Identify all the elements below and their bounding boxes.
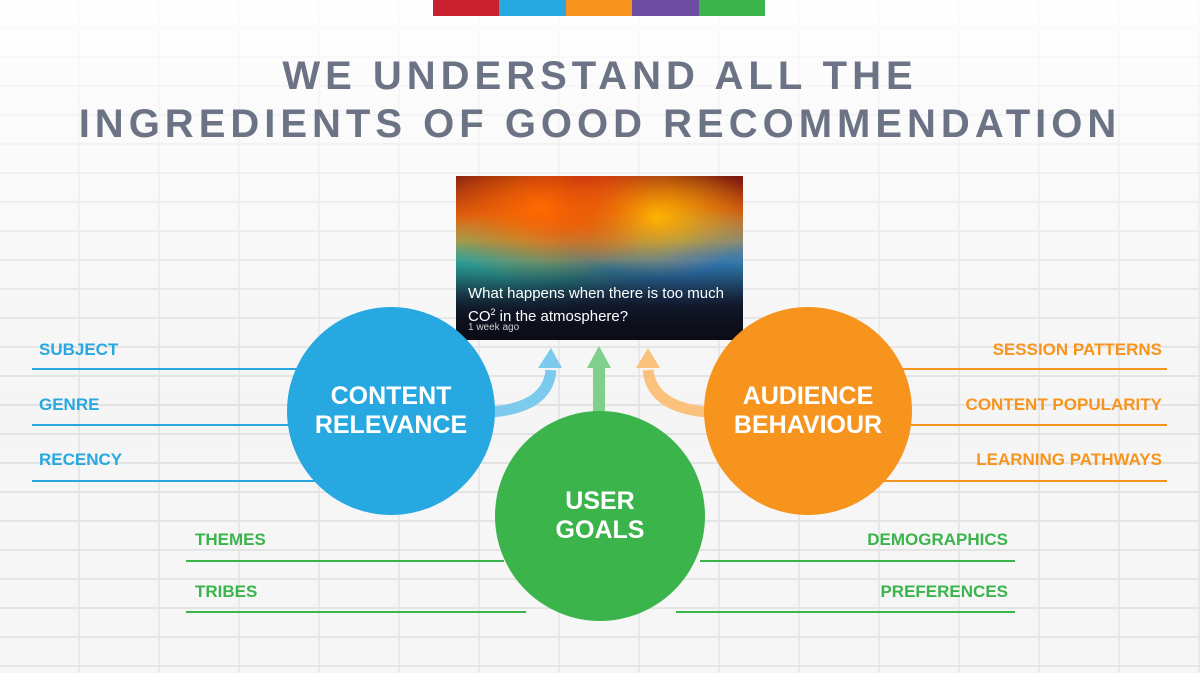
factor-demographics: DEMOGRAPHICS [867, 530, 1008, 549]
arrowhead-user-goals [587, 346, 611, 368]
rule-preferences [676, 611, 1015, 613]
color-bar-red [433, 0, 500, 16]
arrowhead-audience-behaviour [636, 348, 660, 368]
arrow-audience-behaviour [642, 369, 709, 418]
arrow-content-relevance [489, 369, 557, 418]
rule-recency [32, 480, 318, 482]
content-relevance-label-line-1: CONTENT [330, 382, 452, 410]
video-title: What happens when there is too much CO2 … [468, 284, 728, 326]
video-title-text: What happens when there is too much CO [468, 285, 724, 325]
slide-title: WE UNDERSTAND ALL THE INGREDIENTS OF GOO… [0, 52, 1200, 148]
user-goals-circle: USER GOALS [495, 411, 705, 621]
arrow-user-goals [593, 365, 605, 413]
content-relevance-label-line-2: RELEVANCE [314, 411, 468, 439]
audience-behaviour-label-line-2: BEHAVIOUR [733, 411, 883, 439]
factor-preferences: PREFERENCES [880, 582, 1008, 601]
user-goals-label-line-2: GOALS [555, 516, 645, 544]
color-bar-blue [499, 0, 566, 16]
audience-behaviour-label-line-1: AUDIENCE [742, 382, 874, 410]
rule-themes [186, 560, 504, 562]
audience-behaviour-circle: AUDIENCE BEHAVIOUR [704, 307, 912, 515]
factor-genre: GENRE [39, 395, 100, 414]
rule-demographics [700, 560, 1015, 562]
factor-tribes: TRIBES [195, 582, 258, 601]
video-title-superscript: 2 [490, 307, 496, 317]
arrowhead-content-relevance [538, 348, 562, 368]
video-thumbnail-card[interactable]: What happens when there is too much CO2 … [456, 176, 743, 340]
factor-content-popularity: CONTENT POPULARITY [965, 395, 1162, 414]
factor-session-patterns: SESSION PATTERNS [992, 340, 1162, 359]
factor-recency: RECENCY [39, 450, 123, 469]
rule-tribes [186, 611, 526, 613]
video-title-text-end: in the atmosphere? [495, 308, 629, 325]
user-goals-label-line-1: USER [565, 487, 635, 515]
factor-themes: THEMES [195, 530, 266, 549]
video-age: 1 week ago [468, 322, 520, 333]
rule-genre [32, 424, 294, 426]
factor-subject: SUBJECT [39, 340, 119, 359]
brand-color-bar [433, 0, 765, 16]
rule-learning-pathways [880, 480, 1167, 482]
rule-subject [32, 368, 300, 370]
rule-content-popularity [906, 424, 1167, 426]
content-relevance-circle: CONTENT RELEVANCE [287, 307, 495, 515]
factor-learning-pathways: LEARNING PATHWAYS [976, 450, 1162, 469]
slide-title-line-1: WE UNDERSTAND ALL THE [282, 54, 918, 98]
rule-session-patterns [900, 368, 1167, 370]
slide-title-line-2: INGREDIENTS OF GOOD RECOMMENDATION [78, 102, 1122, 146]
thumbnail-shade [456, 260, 743, 340]
color-bar-purple [632, 0, 699, 16]
color-bar-green [698, 0, 765, 16]
color-bar-orange [565, 0, 633, 16]
